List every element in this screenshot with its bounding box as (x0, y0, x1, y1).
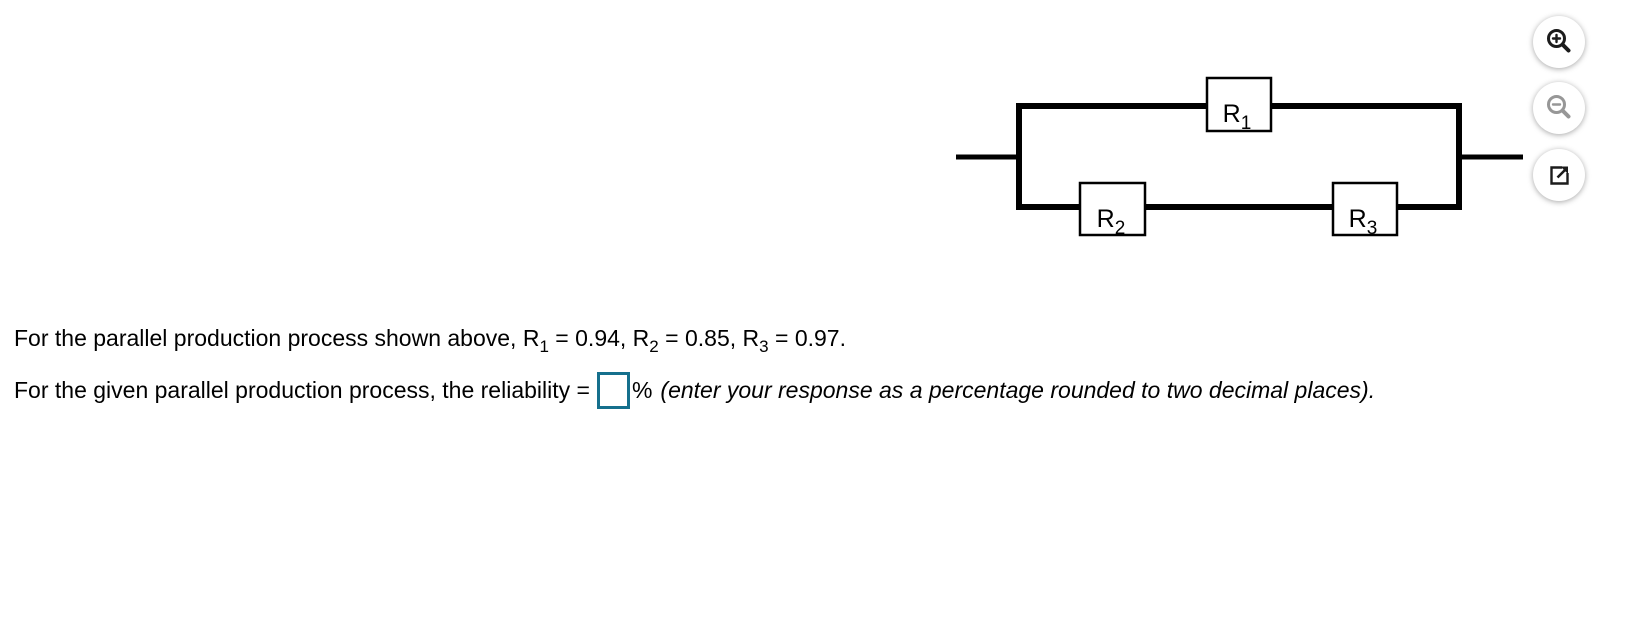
r2-label: R2 (1097, 205, 1126, 239)
r1-label: R1 (1223, 100, 1252, 134)
text-segment: For the parallel production process show… (14, 325, 540, 351)
external-link-icon (1550, 166, 1569, 185)
r3-label: R3 (1349, 205, 1378, 239)
subscript: 3 (759, 337, 769, 356)
r1-block (1205, 76, 1273, 133)
subscript: 1 (539, 337, 549, 356)
text-segment: = 0.97. (768, 325, 846, 351)
circuit-diagram: R1 R2 R3 (956, 76, 1523, 239)
answer-prompt: For the given parallel production proces… (14, 376, 590, 403)
question-statement: For the parallel production process show… (14, 325, 846, 355)
text-segment: = 0.94, R (548, 325, 650, 351)
subscript: 2 (649, 337, 659, 356)
open-in-new-window-button[interactable] (1533, 149, 1585, 201)
r2-block (1078, 181, 1147, 237)
zoom-out-button[interactable] (1533, 82, 1585, 134)
r3-block (1331, 181, 1399, 237)
zoom-out-icon (1547, 95, 1571, 119)
answer-row: For the given parallel production proces… (14, 367, 1375, 413)
answer-format-note: (enter your response as a percentage rou… (660, 376, 1376, 403)
percent-sign: % (631, 376, 653, 403)
zoom-in-icon (1547, 29, 1571, 53)
text-segment: = 0.85, R (658, 325, 760, 351)
reliability-answer-input[interactable] (596, 371, 630, 409)
zoom-in-button[interactable] (1533, 16, 1585, 68)
